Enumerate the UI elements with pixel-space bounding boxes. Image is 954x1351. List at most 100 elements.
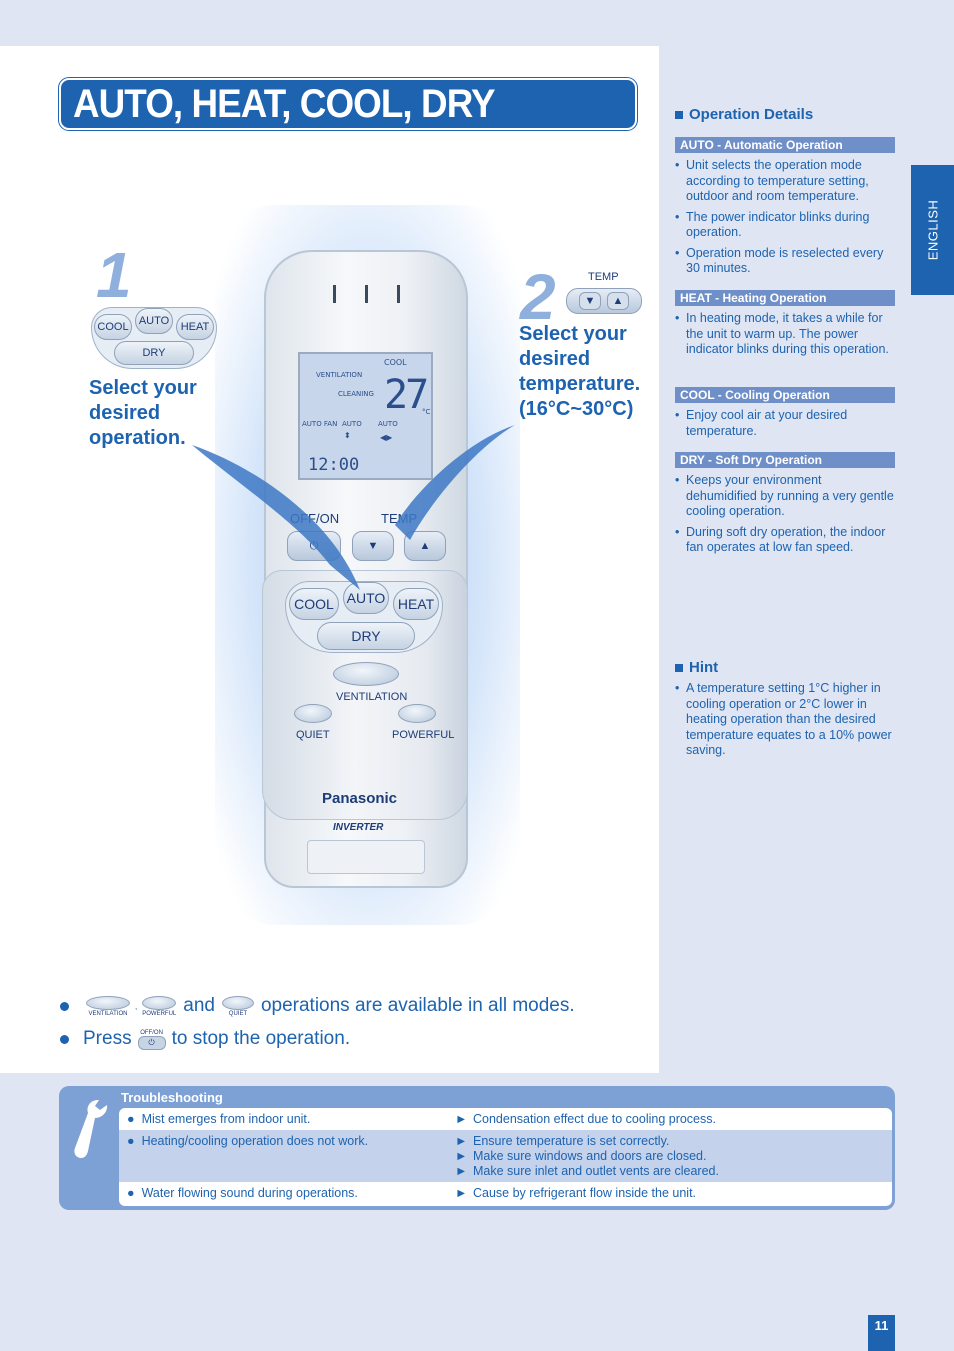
arrow-up-icon: ▲ xyxy=(419,540,431,552)
list-item: Keeps your environment dehumidified by r… xyxy=(675,473,895,520)
remote-heat-button[interactable]: HEAT xyxy=(393,588,439,620)
problem-text: Heating/cooling operation does not work. xyxy=(141,1134,369,1148)
lcd-unit: °C xyxy=(422,408,431,416)
step1-cool-label: COOL xyxy=(97,321,129,333)
temp-down-button[interactable]: ▼ xyxy=(352,531,394,561)
problem-text: Mist emerges from indoor unit. xyxy=(141,1112,311,1126)
table-row: ● Heating/cooling operation does not work… xyxy=(119,1130,892,1182)
battery-cover xyxy=(307,840,425,874)
solution-cell: ► Condensation effect due to cooling proc… xyxy=(455,1112,716,1127)
and-text: and xyxy=(183,995,215,1016)
fan-speed-icon: ⬍ xyxy=(344,431,351,440)
list-item: The power indicator blinks during operat… xyxy=(675,210,895,241)
mini-label: OFF/ON xyxy=(140,1029,163,1036)
mini-oval xyxy=(142,995,177,1010)
step1-dry-label: DRY xyxy=(142,347,166,359)
solution-cell: ►Cause by refrigerant flow inside the un… xyxy=(455,1186,696,1201)
press-text: Press xyxy=(83,1028,132,1049)
table-row: ● Mist emerges from indoor unit. ► Condens… xyxy=(119,1108,892,1130)
note-text: to stop the operation. xyxy=(171,1028,351,1049)
step1-line: operation. xyxy=(89,427,186,449)
solution-line: ►Ensure temperature is set correctly. xyxy=(455,1134,719,1149)
solution-text: Make sure inlet and outlet vents are cle… xyxy=(473,1164,719,1178)
remote-cool-label: COOL xyxy=(294,596,334,612)
heading-text: Operation Details xyxy=(689,106,814,123)
list-item: Enjoy cool air at your desired temperatu… xyxy=(675,408,895,439)
note-line-1: VENTILATION , POWERFUL and QUIET operati… xyxy=(60,995,575,1017)
swing-icon: ◀▶ xyxy=(380,433,393,442)
indicator-led xyxy=(397,285,400,303)
wrench-icon xyxy=(74,1100,108,1158)
indicator-led xyxy=(365,285,368,303)
section-bar-cool: COOL - Cooling Operation xyxy=(675,387,895,403)
cool-details-list: Enjoy cool air at your desired temperatu… xyxy=(675,408,895,444)
triangle-icon: ► xyxy=(455,1112,468,1126)
dry-details-list: Keeps your environment dehumidified by r… xyxy=(675,473,895,561)
solution-text: Make sure windows and doors are closed. xyxy=(473,1149,707,1163)
lcd-temperature: 27 xyxy=(384,372,429,418)
operation-details-heading: Operation Details xyxy=(675,106,813,123)
remote-auto-label: AUTO xyxy=(346,590,386,606)
solution-line: ► Make sure inlet and outlet vents are cl… xyxy=(455,1164,719,1179)
step2-temp-label: TEMP xyxy=(588,271,619,283)
lcd-auto: AUTO xyxy=(342,420,362,428)
step2-number: 2 xyxy=(520,261,556,333)
temp-up-button[interactable]: ▲ xyxy=(404,531,446,561)
solution-line: ►Make sure windows and doors are closed. xyxy=(455,1149,719,1164)
step1-cool-button: COOL xyxy=(94,314,132,340)
hint-list: A temperature setting 1°C higher in cool… xyxy=(675,681,895,764)
lcd-cool: COOL xyxy=(384,358,407,367)
arrow-up-icon: ▲ xyxy=(607,292,629,310)
remote-lcd: COOL VENTILATION CLEANING 27 °C AUTO FAN… xyxy=(298,352,433,480)
page-title-bar: AUTO, HEAT, COOL, DRY xyxy=(59,78,637,130)
problem-cell: ● Mist emerges from indoor unit. xyxy=(127,1112,310,1126)
panasonic-logo: Panasonic xyxy=(322,790,398,807)
quiet-button[interactable] xyxy=(294,704,332,723)
step2-instruction: Select your desired temperature. (16°C~3… xyxy=(519,322,640,422)
powerful-button[interactable] xyxy=(398,704,436,723)
triangle-icon: ► xyxy=(455,1164,468,1178)
powerful-label: POWERFUL xyxy=(392,729,455,741)
indicator-led xyxy=(333,285,336,303)
step1-instruction: Select your desired operation. xyxy=(89,376,197,451)
bullet-icon: ● xyxy=(127,1112,135,1126)
step2-line: temperature. xyxy=(519,373,641,395)
step2-line: desired xyxy=(519,348,591,370)
solution-line: ►Cause by refrigerant flow inside the un… xyxy=(455,1186,696,1201)
solution-line: ► Condensation effect due to cooling proc… xyxy=(455,1112,716,1127)
remote-dry-button[interactable]: DRY xyxy=(317,622,415,650)
mini-label: QUIET xyxy=(228,1010,248,1017)
arrow-to-temp xyxy=(395,425,515,540)
offon-mini-button: OFF/ON⏻ xyxy=(137,1029,166,1050)
list-item: Unit selects the operation mode accordin… xyxy=(675,158,895,205)
step1-line: Select your xyxy=(89,377,197,399)
mini-oval xyxy=(221,995,254,1010)
square-bullet-icon xyxy=(675,111,683,120)
mini-label: VENTILATION xyxy=(88,1010,128,1017)
troubleshooting-table: ● Mist emerges from indoor unit. ► Condens… xyxy=(119,1108,892,1206)
problem-cell: ● Heating/cooling operation does not work… xyxy=(127,1134,368,1148)
list-item: Operation mode is reselected every 30 mi… xyxy=(675,246,895,277)
solution-text: Condensation effect due to cooling proce… xyxy=(473,1112,716,1126)
step1-heat-label: HEAT xyxy=(180,321,210,333)
bullet-icon: ● xyxy=(127,1134,135,1148)
lcd-clock: 12:00 xyxy=(308,455,360,475)
bullet-icon: ● xyxy=(127,1186,135,1200)
solution-text: Cause by refrigerant flow inside the uni… xyxy=(473,1186,697,1200)
list-item: During soft dry operation, the indoor fa… xyxy=(675,525,895,556)
powerful-mini-button: POWERFUL xyxy=(142,995,177,1017)
lcd-cleaning: CLEANING xyxy=(338,390,374,398)
hint-text: A temperature setting 1°C higher in cool… xyxy=(675,681,895,759)
page-number: 11 xyxy=(868,1315,895,1351)
step2-line: Select your xyxy=(519,323,627,345)
lcd-ventilation: VENTILATION xyxy=(316,371,363,379)
solution-text: Ensure temperature is set correctly. xyxy=(473,1134,670,1148)
pointer-arrows xyxy=(192,425,515,590)
remote-cool-button[interactable]: COOL xyxy=(289,588,339,620)
page-title: AUTO, HEAT, COOL, DRY xyxy=(73,82,496,126)
mini-label: POWERFUL xyxy=(142,1010,177,1017)
remote-auto-button[interactable]: AUTO xyxy=(343,582,389,614)
problem-cell: ●Water flowing sound during operations. xyxy=(127,1186,358,1200)
bullet-icon xyxy=(60,1034,69,1044)
ventilation-button[interactable] xyxy=(333,662,399,686)
